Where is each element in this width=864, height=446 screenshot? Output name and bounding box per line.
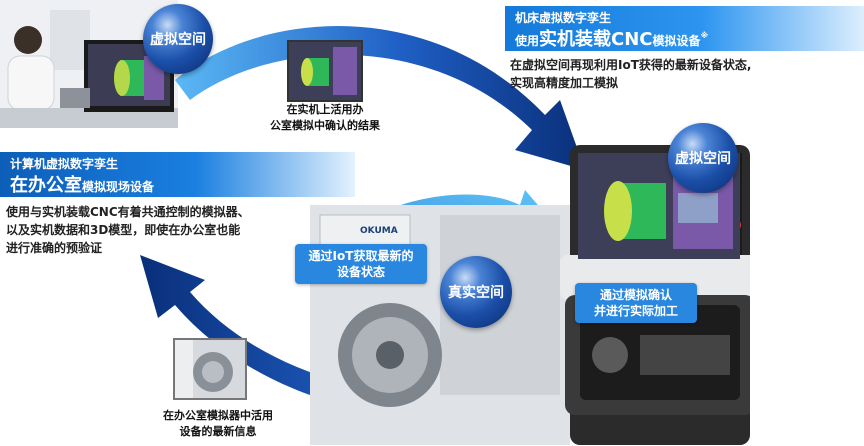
globe-virtual-space-right: 虚拟空间 (668, 123, 738, 193)
label-iot-status: 通过IoT获取最新的 设备状态 (295, 244, 427, 284)
machine-thumbnail-bottom (173, 338, 247, 400)
globe-real-space: 真实空间 (440, 256, 512, 328)
arrow-office-to-machine (175, 26, 585, 170)
right-heading-line1: 机床虚拟数字孪生 (515, 11, 612, 25)
left-description: 使用与实机装载CNC有着共通控制的模拟器、 以及实机数据和3D模型，即使在办公室… (6, 205, 250, 255)
caption-top: 在实机上活用办 公室模拟中确认的结果 (270, 103, 380, 132)
simulation-thumbnail-top (287, 40, 363, 102)
right-heading-line2: 使用实机装载CNC模拟设备※ (515, 29, 709, 50)
label-simulation-confirm: 通过模拟确认 并进行实际加工 (575, 283, 697, 323)
right-heading: 机床虚拟数字孪生 使用实机装载CNC模拟设备※ (505, 6, 864, 51)
arrow-machine-to-office (140, 255, 620, 419)
caption-bottom: 在办公室模拟器中活用 设备的最新信息 (163, 409, 273, 438)
okuma-logo: OKUMA (360, 226, 398, 236)
globe-virtual-space-top: 虚拟空间 (143, 4, 213, 74)
left-heading: 计算机虚拟数字孪生 在办公室模拟现场设备 (0, 152, 355, 197)
right-description: 在虚拟空间再现利用IoT获得的最新设备状态, 实现高精度加工模拟 (510, 58, 752, 90)
left-heading-line1: 计算机虚拟数字孪生 (10, 157, 119, 171)
left-heading-line2: 在办公室模拟现场设备 (10, 175, 155, 196)
